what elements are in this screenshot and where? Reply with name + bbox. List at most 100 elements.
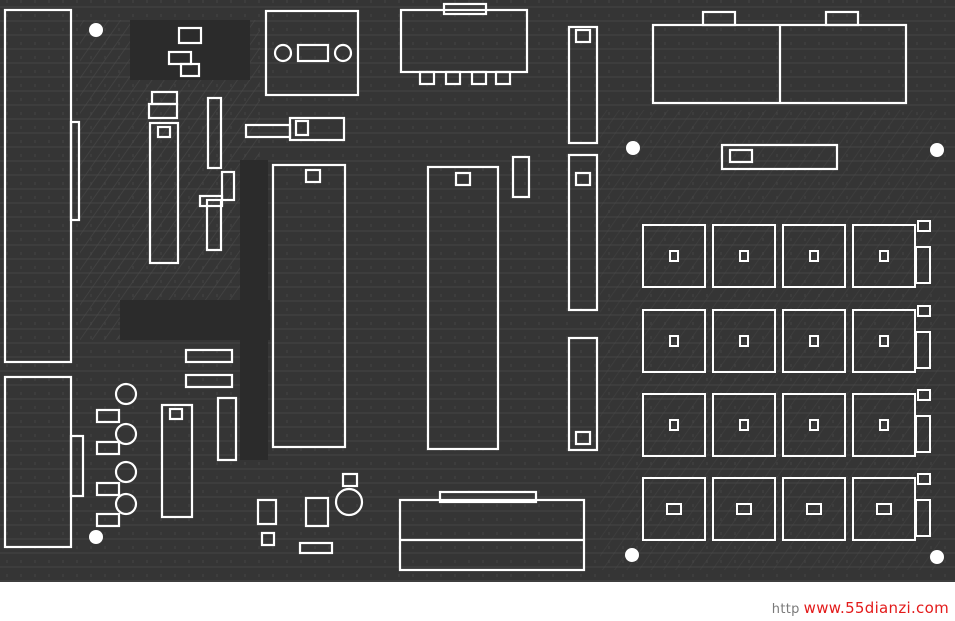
key-switch-pad: [739, 250, 749, 262]
connector-pin: [494, 70, 512, 86]
resistor-network-pad: [574, 171, 592, 187]
resistor: [288, 116, 346, 142]
resistor: [184, 348, 234, 364]
potentiometer-body: [296, 43, 330, 63]
ic-dip40-left: [271, 163, 347, 449]
top-connector-tab: [442, 2, 488, 16]
connector-pin: [470, 70, 488, 86]
resistor-vertical: [206, 96, 223, 170]
row-resistor-pad: [917, 305, 931, 317]
key-switch-pad: [879, 250, 889, 262]
key-switch: [642, 477, 706, 541]
led: [114, 382, 138, 406]
row-resistor-pad: [917, 473, 931, 485]
copper-pour: [120, 300, 270, 340]
resistor: [95, 440, 121, 456]
row-resistor: [915, 415, 931, 453]
resistor: [147, 102, 179, 120]
ic-dip14: [160, 403, 194, 519]
key-switch: [712, 224, 776, 288]
header-pin1: [728, 148, 754, 164]
resistor-network-pad: [574, 28, 592, 44]
key-switch: [642, 393, 706, 457]
key-switch-pad: [669, 250, 679, 262]
mounting-holes: [89, 23, 944, 564]
key-switch-pad: [809, 419, 819, 431]
resistor-pad: [294, 119, 310, 137]
key-switch: [712, 477, 776, 541]
connector-pin: [444, 70, 462, 86]
key-switch-pad: [739, 335, 749, 347]
resistor: [179, 62, 201, 78]
mounting-hole: [626, 141, 640, 155]
key-switch-pad: [879, 419, 889, 431]
potentiometer-knob: [273, 43, 293, 63]
connector-pin: [418, 70, 436, 86]
resistor-network: [567, 153, 599, 312]
resistor: [95, 481, 121, 497]
ic-pin1-marker: [168, 407, 184, 421]
row-resistor: [915, 331, 931, 369]
resistor: [95, 512, 121, 528]
key-switch-pad: [876, 503, 892, 515]
edge-connector-key: [69, 120, 81, 222]
mounting-hole: [89, 530, 103, 544]
resistor-vertical: [216, 396, 238, 462]
edge-connector-key: [69, 434, 85, 498]
key-switch-pad: [669, 335, 679, 347]
bottom-connector: [398, 498, 586, 572]
key-switch: [782, 477, 846, 541]
resistor: [95, 408, 121, 424]
buzzer: [334, 487, 364, 517]
potentiometer: [264, 9, 360, 97]
ic-pin1-marker: [156, 125, 172, 139]
watermark-text: www.55dianzi.com: [803, 599, 949, 617]
crystal-pad: [256, 498, 278, 526]
capacitor: [298, 541, 334, 555]
mounting-hole: [930, 550, 944, 564]
resistor-network-pad: [574, 430, 592, 446]
row-resistor-pad: [917, 220, 931, 232]
watermark-prefix: http: [771, 602, 800, 617]
potentiometer-terminal: [333, 43, 353, 63]
buzzer-pad: [341, 472, 359, 488]
key-switch: [642, 224, 706, 288]
resistor-vertical: [205, 198, 223, 252]
resistor: [220, 170, 236, 202]
key-switch-pad: [809, 335, 819, 347]
key-switch-pad: [736, 503, 752, 515]
resistor: [177, 26, 203, 45]
key-switch-pad: [806, 503, 822, 515]
ic-dip40-right: [426, 165, 500, 451]
resistor-network: [567, 25, 599, 145]
ic-socket-narrow: [148, 121, 180, 265]
crystal-pad: [260, 531, 276, 547]
mounting-hole: [930, 143, 944, 157]
resistor: [184, 373, 234, 389]
key-switch: [712, 393, 776, 457]
row-resistor: [915, 246, 931, 284]
row-resistor: [915, 499, 931, 537]
key-switch-pad: [669, 419, 679, 431]
ic-pin1-marker: [304, 168, 322, 184]
ic-pin1-marker: [454, 171, 472, 187]
key-switch: [782, 309, 846, 373]
led: [114, 460, 138, 484]
key-switch: [642, 309, 706, 373]
trace-texture-right: [600, 110, 940, 570]
key-switch-pad: [879, 335, 889, 347]
key-switch: [782, 393, 846, 457]
key-switch-pad: [666, 503, 682, 515]
key-switch-pad: [739, 419, 749, 431]
header-strip: [720, 143, 839, 171]
display-tab: [824, 10, 860, 27]
bottom-connector-tab: [438, 490, 538, 504]
resistor-network: [567, 336, 599, 452]
top-connector: [399, 8, 529, 74]
row-resistor-pad: [917, 389, 931, 401]
capacitor-pair: [304, 496, 330, 528]
led: [114, 422, 138, 446]
copper-pour: [130, 20, 250, 80]
